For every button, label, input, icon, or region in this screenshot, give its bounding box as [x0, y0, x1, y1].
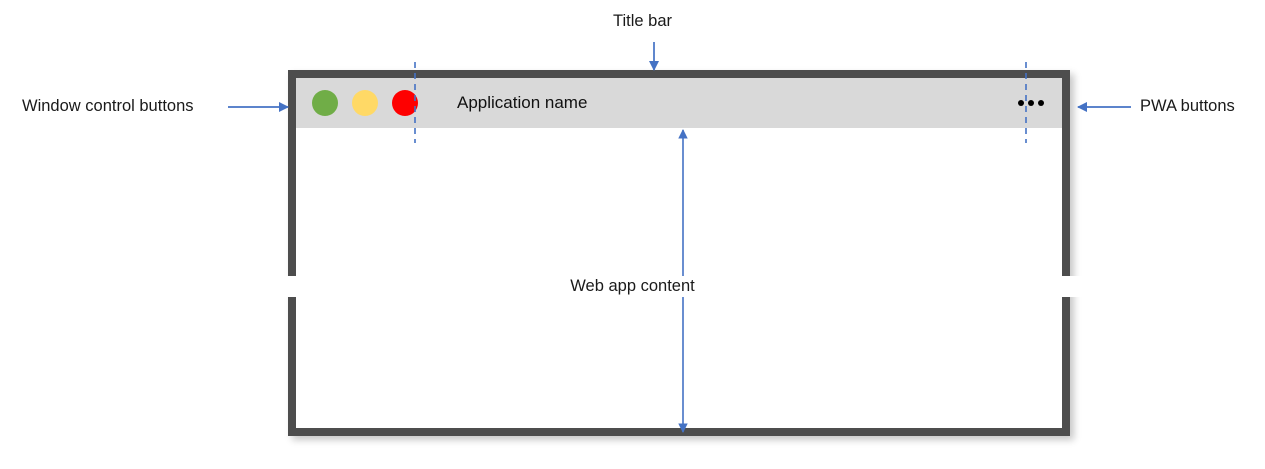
- ellipsis-horizontal-icon-dot-1: [1018, 100, 1024, 106]
- annotation-label-window-control-buttons: Window control buttons: [22, 97, 194, 115]
- title-bar[interactable]: Application name: [296, 78, 1062, 128]
- close-window-button[interactable]: [392, 90, 418, 116]
- application-window: Application name: [288, 70, 1070, 436]
- annotation-label-pwa-buttons: PWA buttons: [1140, 97, 1235, 115]
- minimize-window-button[interactable]: [352, 90, 378, 116]
- application-name-label: Application name: [457, 93, 588, 112]
- annotation-label-title-bar: Title bar: [613, 12, 672, 30]
- ellipsis-horizontal-icon-dot-2: [1028, 100, 1034, 106]
- window-control-buttons: [296, 90, 418, 116]
- pwa-buttons[interactable]: [1018, 100, 1044, 106]
- maximize-window-button[interactable]: [312, 90, 338, 116]
- annotation-label-web-app-content: Web app content: [0, 276, 1265, 297]
- ellipsis-horizontal-icon-dot-3: [1038, 100, 1044, 106]
